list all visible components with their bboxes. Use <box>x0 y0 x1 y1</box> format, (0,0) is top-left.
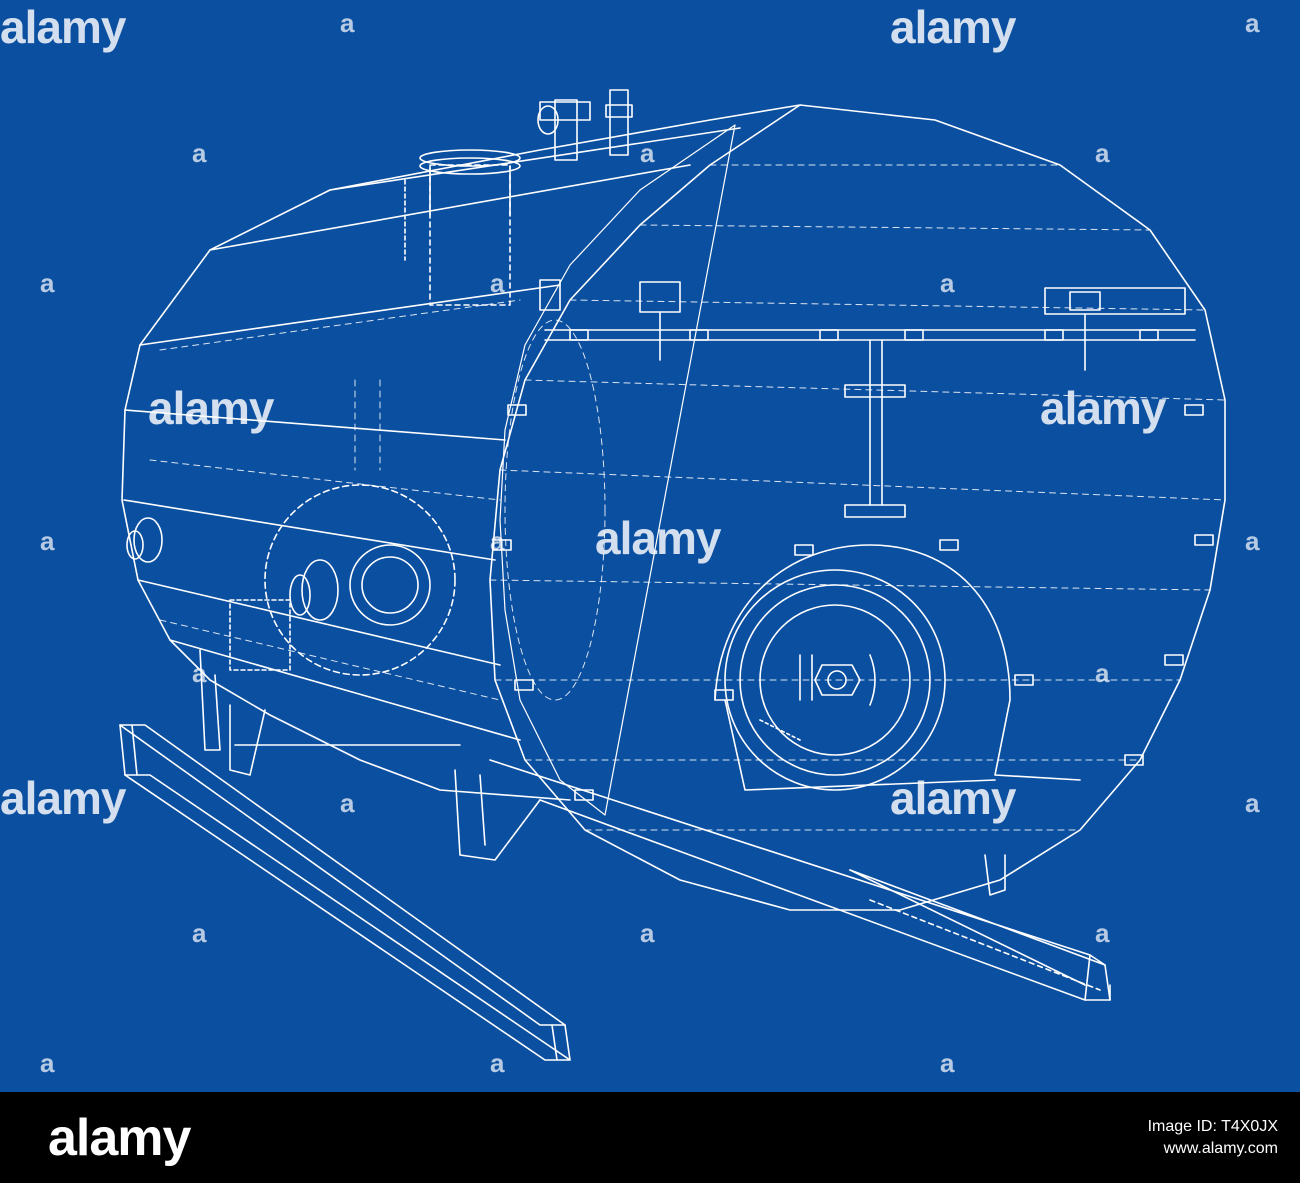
watermark-mark-icon: a <box>192 138 207 168</box>
base-rail-left <box>119 724 571 1061</box>
site-link[interactable]: www.alamy.com <box>1163 1140 1278 1157</box>
flange-bolts <box>492 329 1214 801</box>
watermark-mark-icon: a <box>640 918 655 948</box>
boiler-wireframe-drawing <box>119 89 1226 1061</box>
footer-logo[interactable]: alamy <box>48 1109 191 1167</box>
watermark-mark-icon: a <box>490 1048 505 1078</box>
watermark-mark-icon: a <box>340 788 355 818</box>
hidden-lines <box>149 164 1226 831</box>
watermark-mark-icon: a <box>40 1048 55 1078</box>
watermark-mark-icon: a <box>1095 138 1110 168</box>
image-id-label: Image ID: T4X0JX <box>1147 1118 1278 1135</box>
rear-burner <box>126 484 456 676</box>
watermark-mark-icon: a <box>192 918 207 948</box>
top-fittings <box>404 89 633 306</box>
shell-back <box>121 104 801 801</box>
watermark-text: alamy <box>0 772 126 824</box>
watermark-mark-icon: a <box>1245 526 1260 556</box>
footer-bar: alamy Image ID: T4X0JX www.alamy.com <box>0 1092 1300 1183</box>
watermark-text: alamy <box>595 512 721 564</box>
watermark-mark-icon: a <box>340 8 355 38</box>
watermark-text: alamy <box>1040 382 1166 434</box>
watermark-text: alamy <box>0 1 126 53</box>
burner-door <box>714 544 1081 791</box>
watermark-mark-icon: a <box>490 526 505 556</box>
watermark-mark-icon: a <box>1095 918 1110 948</box>
watermark-mark-icon: a <box>640 138 655 168</box>
watermark-mark-icon: a <box>1095 658 1110 688</box>
front-face <box>489 104 1226 911</box>
watermark-mark-icon: a <box>40 526 55 556</box>
watermark-mark-icon: a <box>1245 8 1260 38</box>
watermark-text: alamy <box>890 1 1016 53</box>
support-legs <box>199 649 1006 896</box>
watermark-mark-icon: a <box>490 268 505 298</box>
watermark-mark-icon: a <box>940 268 955 298</box>
watermark-mark-icon: a <box>1245 788 1260 818</box>
watermark-mark-icon: a <box>40 268 55 298</box>
watermark-mark-icon: a <box>192 658 207 688</box>
shell-bands <box>123 127 741 741</box>
watermark-text: alamy <box>148 382 274 434</box>
watermark-text: alamy <box>890 772 1016 824</box>
footer-image-info: Image ID: T4X0JX www.alamy.com <box>1148 1116 1278 1160</box>
blueprint-canvas: alamy alamy alamy alamy alamy alamy alam… <box>0 0 1300 1092</box>
watermark-mark-icon: a <box>940 1048 955 1078</box>
base-rail-right <box>489 759 1111 1001</box>
